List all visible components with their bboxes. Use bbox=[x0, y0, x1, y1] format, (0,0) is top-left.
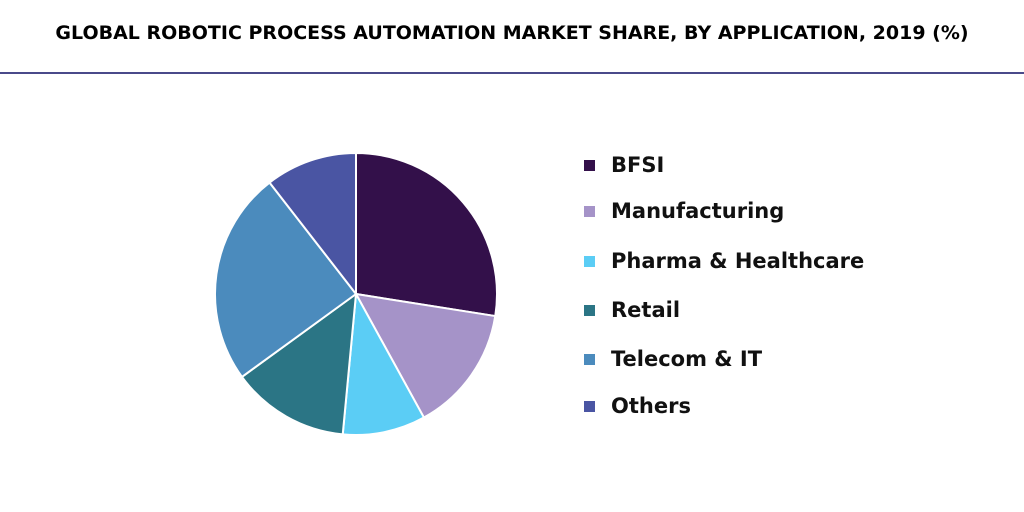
legend-swatch bbox=[584, 400, 595, 412]
pie-slice-manufacturing bbox=[355, 293, 497, 419]
legend-label: Retail bbox=[611, 298, 681, 322]
legend-swatch bbox=[584, 159, 595, 171]
legend-swatch bbox=[584, 304, 595, 316]
legend-item-retail: Retail bbox=[584, 295, 680, 325]
legend-label: Manufacturing bbox=[611, 199, 785, 223]
legend-swatch bbox=[584, 205, 595, 217]
pie-slice-pharma-and-healthcare bbox=[341, 293, 425, 436]
legend-item-bfsi: BFSI bbox=[584, 150, 664, 180]
legend-label: BFSI bbox=[611, 153, 665, 177]
legend-item-manufacturing: Manufacturing bbox=[584, 196, 784, 226]
title-divider bbox=[0, 72, 1024, 74]
legend-item-others: Others bbox=[584, 391, 691, 421]
pie-slice-others bbox=[268, 152, 357, 295]
legend-item-pharma-and-healthcare: Pharma & Healthcare bbox=[584, 246, 864, 276]
pie-slice-bfsi bbox=[355, 152, 498, 318]
legend-label: Telecom & IT bbox=[611, 347, 763, 371]
legend-label: Pharma & Healthcare bbox=[611, 249, 865, 273]
legend-swatch bbox=[584, 255, 595, 267]
legend-swatch bbox=[584, 353, 595, 365]
legend-label: Others bbox=[611, 394, 691, 418]
pie-slice-telecom-and-it bbox=[214, 181, 357, 378]
pie-slice-retail bbox=[240, 293, 357, 436]
legend-item-telecom-and-it: Telecom & IT bbox=[584, 344, 762, 374]
chart-title: GLOBAL ROBOTIC PROCESS AUTOMATION MARKET… bbox=[55, 22, 969, 44]
